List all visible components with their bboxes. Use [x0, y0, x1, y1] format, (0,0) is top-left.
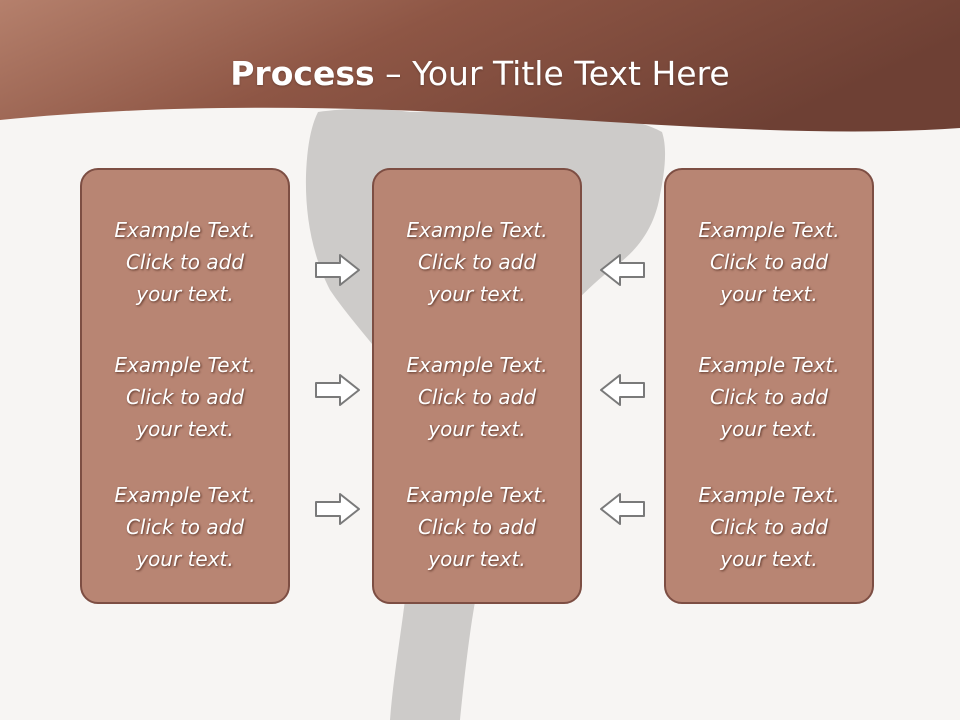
text-line: Click to add	[709, 515, 829, 539]
text-line: Click to add	[709, 385, 829, 409]
text-line: Click to add	[709, 250, 829, 274]
text-line: Example Text.	[114, 483, 256, 507]
middle-text-item-3[interactable]: Example Text. Click to add your text.	[374, 479, 580, 575]
right-arrow-icon	[315, 374, 360, 406]
text-line: Click to add	[417, 250, 537, 274]
text-line: your text.	[720, 417, 818, 441]
text-line: your text.	[428, 547, 526, 571]
text-line: Click to add	[417, 515, 537, 539]
title-bold: Process	[230, 54, 375, 93]
text-line: Example Text.	[114, 218, 256, 242]
left-text-item-1[interactable]: Example Text. Click to add your text.	[82, 214, 288, 310]
text-line: Click to add	[417, 385, 537, 409]
right-text-item-3[interactable]: Example Text. Click to add your text.	[666, 479, 872, 575]
left-text-item-3[interactable]: Example Text. Click to add your text.	[82, 479, 288, 575]
page-title: Process – Your Title Text Here	[0, 52, 960, 96]
right-text-item-2[interactable]: Example Text. Click to add your text.	[666, 349, 872, 445]
header-band	[0, 0, 960, 132]
left-arrow-icon	[600, 254, 645, 286]
text-line: your text.	[136, 547, 234, 571]
text-line: Example Text.	[698, 353, 840, 377]
text-line: Click to add	[125, 515, 245, 539]
text-line: your text.	[720, 282, 818, 306]
title-rest: – Your Title Text Here	[374, 54, 730, 93]
text-line: Click to add	[125, 385, 245, 409]
text-line: Example Text.	[698, 218, 840, 242]
left-arrow-icon	[600, 493, 645, 525]
right-arrow-icon	[315, 254, 360, 286]
text-line: your text.	[136, 282, 234, 306]
text-line: Example Text.	[406, 218, 548, 242]
text-line: Example Text.	[114, 353, 256, 377]
right-text-item-1[interactable]: Example Text. Click to add your text.	[666, 214, 872, 310]
text-line: Click to add	[125, 250, 245, 274]
right-text-panel[interactable]: Example Text. Click to add your text. Ex…	[664, 168, 874, 604]
text-line: your text.	[428, 417, 526, 441]
left-text-item-2[interactable]: Example Text. Click to add your text.	[82, 349, 288, 445]
text-line: Example Text.	[406, 353, 548, 377]
text-line: your text.	[136, 417, 234, 441]
middle-text-item-1[interactable]: Example Text. Click to add your text.	[374, 214, 580, 310]
text-line: your text.	[428, 282, 526, 306]
right-arrow-icon	[315, 493, 360, 525]
left-text-panel[interactable]: Example Text. Click to add your text. Ex…	[80, 168, 290, 604]
left-arrow-icon	[600, 374, 645, 406]
text-line: Example Text.	[406, 483, 548, 507]
text-line: your text.	[720, 547, 818, 571]
text-line: Example Text.	[698, 483, 840, 507]
middle-text-panel[interactable]: Example Text. Click to add your text. Ex…	[372, 168, 582, 604]
middle-text-item-2[interactable]: Example Text. Click to add your text.	[374, 349, 580, 445]
